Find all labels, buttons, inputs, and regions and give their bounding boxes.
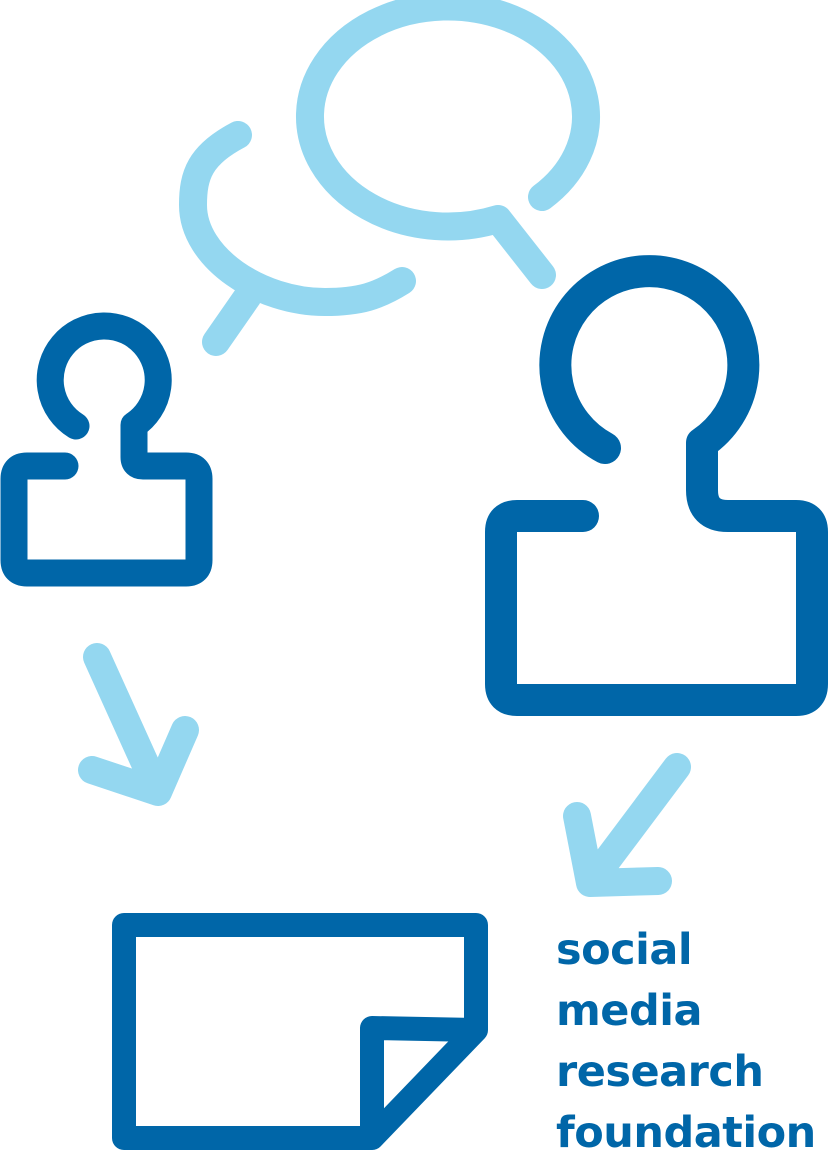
arrow-down-right-icon	[78, 643, 199, 806]
arrow-down-left-icon	[563, 753, 691, 897]
wordmark-line-media: media	[556, 986, 703, 1036]
wordmark-line-foundation: foundation	[556, 1108, 816, 1158]
wordmark-line-social: social	[556, 925, 693, 975]
person-large-icon	[485, 255, 828, 716]
speech-bubble-small-icon	[179, 121, 416, 356]
speech-bubble-large-icon	[296, 0, 600, 289]
wordmark-line-research: research	[556, 1047, 764, 1097]
wordmark: social media research foundation	[556, 920, 816, 1164]
document-icon	[112, 913, 488, 1150]
person-small-icon	[0, 312, 213, 587]
